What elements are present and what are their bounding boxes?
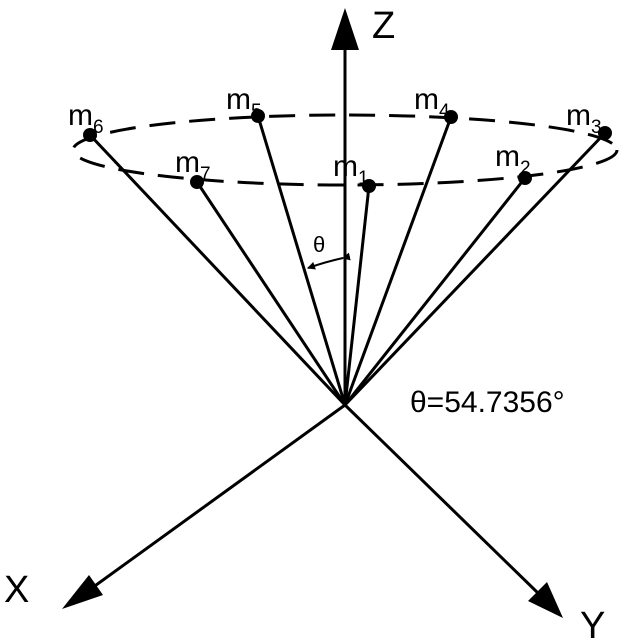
theta-arc (307, 252, 351, 270)
tip-m5 (251, 109, 265, 123)
x-axis-arrowhead (62, 575, 103, 609)
tip-m2 (518, 171, 532, 185)
x-axis (62, 403, 346, 609)
vector-m7 (195, 181, 347, 406)
cone-vectors (88, 115, 607, 407)
theta-symbol: θ (313, 232, 325, 257)
cone-ellipse (71, 113, 619, 187)
z-axis (331, 8, 359, 405)
label-m3: m3 (566, 99, 602, 138)
tip-m3 (598, 126, 612, 140)
label-m6: m6 (68, 99, 104, 138)
label-m5: m5 (226, 83, 262, 122)
vector-m6 (88, 133, 347, 407)
y-axis-label: Y (580, 605, 605, 642)
label-m7: m7 (175, 146, 211, 185)
theta-value-label: θ=54.7356° (410, 386, 565, 419)
x-axis-label: X (4, 569, 29, 611)
label-m4: m4 (414, 83, 450, 122)
tip-m6 (83, 128, 97, 142)
tip-m4 (444, 110, 458, 124)
label-m2: m2 (495, 140, 531, 179)
y-axis (343, 403, 563, 618)
vector-m1 (343, 185, 371, 406)
vector-m5 (256, 115, 347, 406)
y-axis-arrowhead (528, 582, 563, 618)
label-m1: m1 (333, 150, 369, 189)
vector-m4 (343, 116, 453, 406)
z-axis-arrowhead (331, 8, 359, 50)
vector-tips (83, 109, 612, 193)
tip-m1 (362, 179, 376, 193)
vector-m3 (343, 131, 607, 407)
z-axis-label: Z (372, 5, 395, 47)
vector-m2 (343, 177, 527, 406)
tip-m7 (190, 175, 204, 189)
